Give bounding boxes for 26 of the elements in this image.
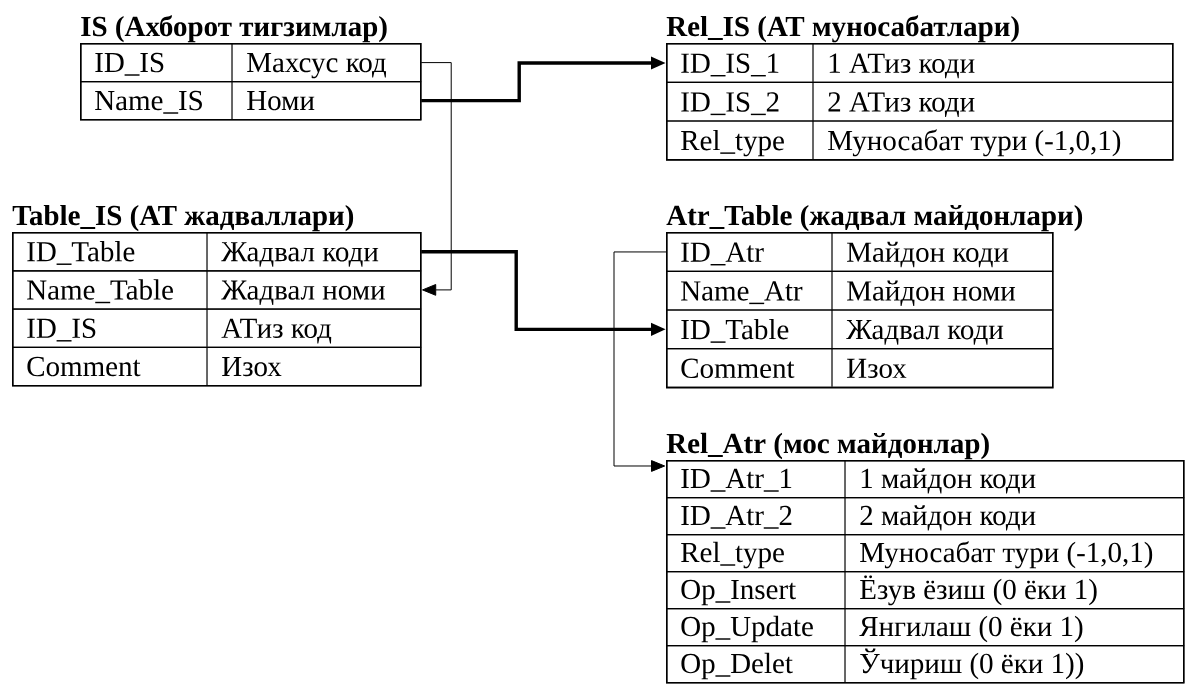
arrow xyxy=(420,62,452,296)
arrow xyxy=(613,251,667,472)
table-row: ID_Atr_1 1 майдон коди xyxy=(666,459,1185,499)
table-heading: Rel_Atr (мос майдонлар) xyxy=(666,432,989,460)
table-row: Name_IS Номи xyxy=(80,80,422,121)
table-row: ID_IS_2 2 АТиз коди xyxy=(666,81,1174,122)
table-row: ID_Atr Майдон коди xyxy=(666,231,1054,272)
table-row: Comment Изох xyxy=(12,346,422,387)
table-row: ID_Table Жадвал коди xyxy=(12,231,422,272)
table-row: Name_Atr Майдон номи xyxy=(666,270,1054,311)
table-heading: Table_IS (АТ жадваллари) xyxy=(12,204,354,232)
table-heading: Rel_IS (АТ муносабатлари) xyxy=(666,15,1019,43)
table-heading: Atr_Table (жадвал майдонлари) xyxy=(666,204,1083,232)
table-row: Op_Update Янгилаш (0 ёки 1) xyxy=(666,607,1185,647)
table-row: ID_IS АТиз код xyxy=(12,307,422,348)
table-row: ID_Atr_2 2 майдон коди xyxy=(666,496,1185,536)
table-row: Name_Table Жадвал номи xyxy=(12,269,422,310)
table-row: Rel_type Муносабат тури (-1,0,1) xyxy=(666,533,1185,573)
table-row: ID_IS_1 1 АТиз коди xyxy=(666,42,1174,83)
table-row: Comment Изох xyxy=(666,347,1054,388)
table-heading: IS (Ахборот тигзимлар) xyxy=(81,15,387,43)
table-row: Op_Insert Ёзув ёзиш (0 ёки 1) xyxy=(666,570,1185,610)
table-row: Op_Delet Ўчириш (0 ёки 1)) xyxy=(666,644,1185,684)
table-row: ID_IS Махсус код xyxy=(80,42,422,83)
table-row: ID_Table Жадвал коди xyxy=(666,308,1054,350)
table-row: Rel_type Муносабат тури (-1,0,1) xyxy=(666,119,1174,161)
